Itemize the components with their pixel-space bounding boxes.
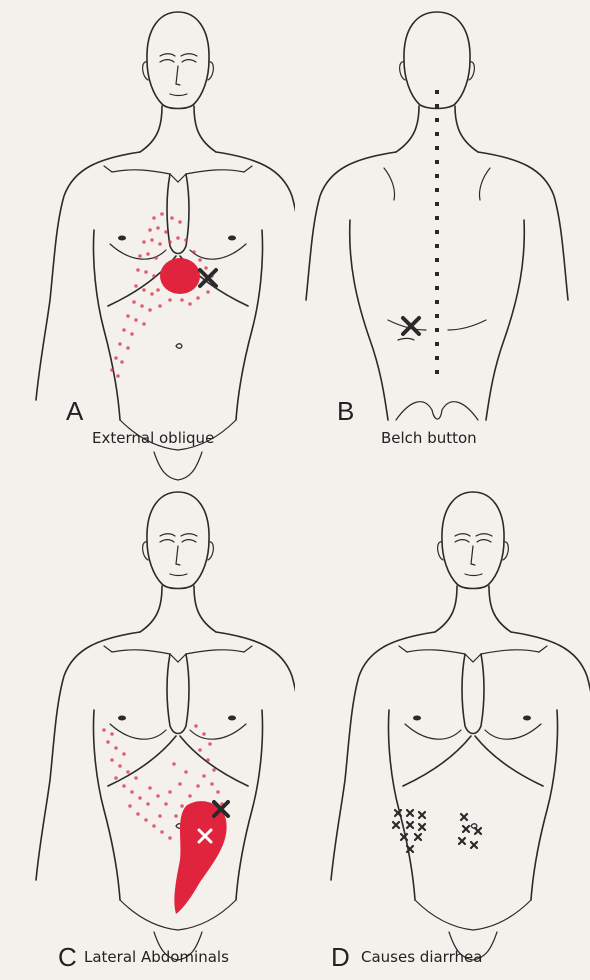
panel-c-figure bbox=[0, 480, 295, 970]
panel-caption-c: Lateral Abdominals bbox=[84, 948, 229, 966]
spine bbox=[435, 90, 439, 374]
panel-a-figure bbox=[0, 0, 295, 490]
referred-pain-pattern bbox=[110, 212, 218, 378]
x-mark-icon bbox=[393, 810, 481, 852]
panel-caption-d: Causes diarrhea bbox=[361, 948, 482, 966]
panel-caption-b: Belch button bbox=[381, 429, 477, 447]
panel-d-figure bbox=[295, 480, 590, 970]
pain-focus bbox=[174, 801, 226, 914]
panel-c: C Lateral Abdominals bbox=[0, 480, 295, 970]
panel-letter-d: D bbox=[331, 942, 350, 973]
panel-a: A External oblique bbox=[0, 0, 295, 490]
panel-d: D Causes diarrhea bbox=[295, 480, 590, 970]
panel-letter-b: B bbox=[337, 396, 354, 427]
panel-b: B Belch button bbox=[295, 0, 590, 490]
pain-focus bbox=[160, 258, 200, 294]
panel-caption-a: External oblique bbox=[92, 429, 214, 447]
panel-letter-c: C bbox=[58, 942, 77, 973]
panel-letter-a: A bbox=[66, 396, 83, 427]
x-mark-icon bbox=[403, 318, 419, 334]
